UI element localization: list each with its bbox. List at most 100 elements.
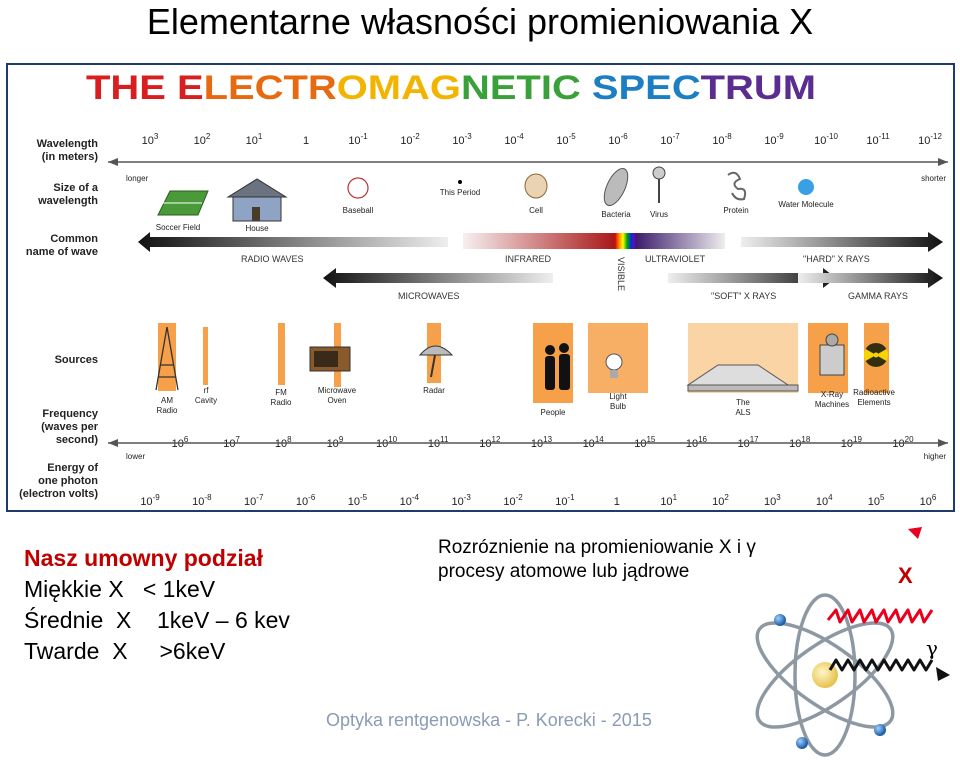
electron-icon <box>774 614 786 626</box>
slide-footer: Optyka rentgenowska - P. Korecki - 2015 <box>326 710 652 730</box>
size-object-label: House <box>245 224 269 233</box>
wavelength-tick: 10-11 <box>866 132 890 147</box>
energy-tick: 10-3 <box>452 493 472 508</box>
microwave-oven-icon <box>309 346 351 372</box>
division-row-soft: Miękkie X < 1keV <box>24 576 216 602</box>
compare-line-2: procesy atomowe lub jądrowe <box>438 561 690 582</box>
frequency-tick: 1011 <box>428 435 449 450</box>
protein-icon <box>727 171 747 201</box>
electron-icon <box>796 737 808 749</box>
x-ray-machine-icon <box>819 333 845 376</box>
radio-tower-icon <box>155 326 179 391</box>
energy-tick: 104 <box>816 493 833 508</box>
size-object-label: This Period <box>440 188 480 197</box>
gamma-wave-icon <box>828 658 934 672</box>
people-icon <box>545 343 570 390</box>
shorter-label: shorter <box>921 174 946 183</box>
frequency-tick: 1018 <box>789 435 811 450</box>
size-objects <box>157 166 814 222</box>
ultraviolet-bar <box>635 233 725 249</box>
wavelength-tick: 10-9 <box>764 132 784 147</box>
bacteria-icon <box>603 167 629 207</box>
frequency-tick: 1012 <box>479 435 501 450</box>
energy-tick: 103 <box>764 493 781 508</box>
higher-label: higher <box>924 452 947 461</box>
x-label: X <box>898 563 913 588</box>
size-object-label: Baseball <box>343 206 374 215</box>
energy-tick: 10-8 <box>192 493 212 508</box>
house-icon <box>226 178 288 222</box>
soccer-field-icon <box>157 190 209 216</box>
source-label: Radar <box>423 386 445 395</box>
wavelength-tick: 10-5 <box>556 132 576 147</box>
water-molecule-icon <box>798 179 814 195</box>
band-label: MICROWAVES <box>398 291 460 301</box>
band-label: GAMMA RAYS <box>848 291 908 301</box>
size-object-label: Virus <box>650 210 668 219</box>
band-label: "HARD" X RAYS <box>803 254 870 264</box>
wavelength-tick: 101 <box>246 132 263 147</box>
size-object-label: Soccer Field <box>156 223 200 232</box>
slide-title: Elementarne własności promieniowania X <box>146 1 814 42</box>
wavelength-tick: 10-7 <box>660 132 680 147</box>
division-heading: Nasz umowny podział <box>24 545 263 571</box>
wavelength-tick: 10-6 <box>608 132 628 147</box>
band-labels: RADIO WAVES MICROWAVES INFRARED VISIBLE … <box>241 254 908 301</box>
gamma-arrowhead-icon <box>936 667 950 681</box>
period-dot-icon <box>458 180 462 184</box>
energy-tick: 106 <box>920 493 937 508</box>
visible-bar <box>615 233 635 249</box>
infrared-bar <box>463 233 615 249</box>
cell-icon <box>524 173 548 199</box>
x-ray-wave-icon <box>826 608 934 624</box>
size-object-label: Protein <box>723 206 748 215</box>
band-label: ULTRAVIOLET <box>645 254 706 264</box>
hard-x-rays-arrow <box>741 232 943 252</box>
band-label: "SOFT" X RAYS <box>711 291 776 301</box>
energy-tick: 10-1 <box>555 493 575 508</box>
frequency-tick: 1015 <box>634 435 656 450</box>
soft-x-rays-arrow <box>668 268 836 288</box>
frequency-tick: 1013 <box>531 435 553 450</box>
energy-tick: 101 <box>660 493 677 508</box>
division-row-hard: Twarde X >6keV <box>24 638 226 664</box>
wavelength-tick: 10-1 <box>348 132 368 147</box>
size-object-label: Bacteria <box>601 210 631 219</box>
energy-tick: 105 <box>868 493 885 508</box>
frequency-tick: 1020 <box>892 435 914 450</box>
size-object-label: Water Molecule <box>778 200 834 209</box>
wavelength-tick: 10-10 <box>814 132 838 147</box>
division-row-medium: Średnie X 1keV – 6 kev <box>24 607 290 633</box>
frequency-tick: 106 <box>172 435 189 450</box>
wavelength-tick: 102 <box>194 132 211 147</box>
gamma-rays-arrow <box>798 268 943 288</box>
lower-label: lower <box>126 452 145 461</box>
longer-label: longer <box>126 174 149 183</box>
wavelength-tick: 103 <box>142 132 159 147</box>
light-bulb-icon <box>605 353 623 378</box>
radio-waves-arrow <box>138 232 448 252</box>
frequency-tick: 109 <box>327 435 344 450</box>
energy-tick: 10-5 <box>348 493 368 508</box>
frequency-tick: 1010 <box>376 435 398 450</box>
wavelength-tick: 10-12 <box>918 132 942 147</box>
source-label: People <box>541 408 566 417</box>
band-label: RADIO WAVES <box>241 254 304 264</box>
energy-tick: 1 <box>614 496 620 508</box>
energy-tick: 10-2 <box>503 493 523 508</box>
virus-icon <box>652 166 666 203</box>
frequency-tick: 107 <box>223 435 240 450</box>
